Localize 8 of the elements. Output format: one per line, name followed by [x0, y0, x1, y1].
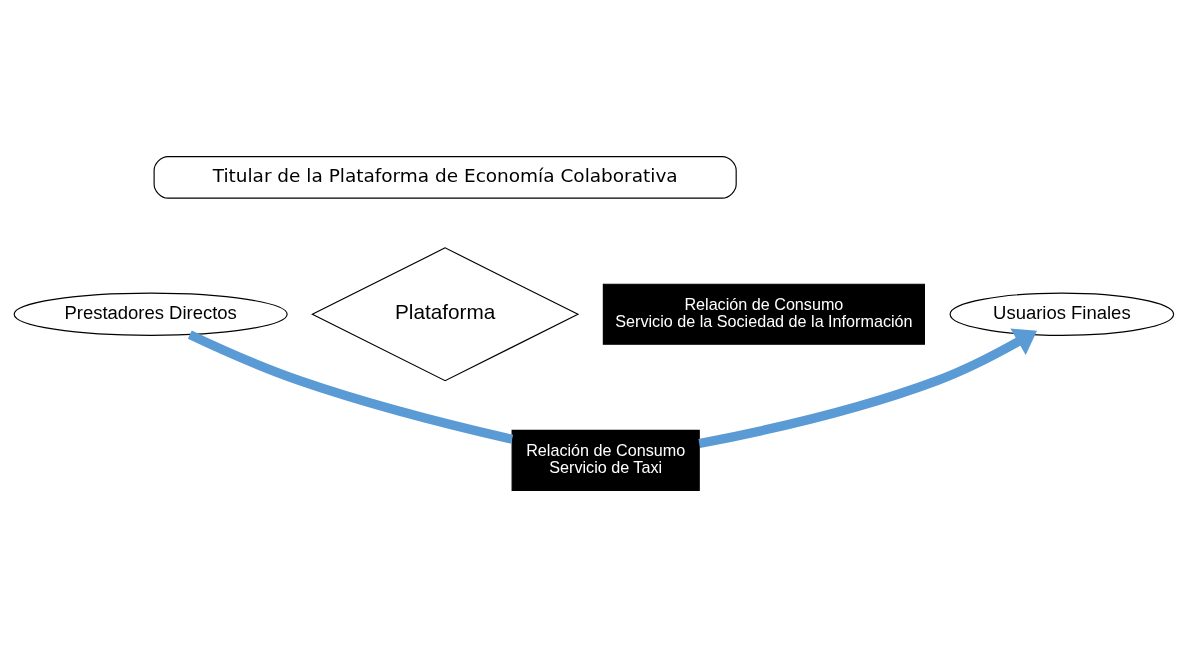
node-ellipse: Usuarios Finales	[949, 292, 1175, 336]
arrow	[698, 328, 1038, 448]
connector	[187, 329, 514, 444]
node-box: Relación de Consumo Servicio de la Sociedad de la Información	[602, 283, 925, 345]
node-box: Relación de Consumo Servicio de Taxi	[511, 429, 700, 491]
node-diamond: Plataforma	[311, 246, 580, 381]
node-box: Titular de la Plataforma de Economía Colaborativa	[153, 155, 737, 199]
node-ellipse: Prestadores Directos	[13, 292, 288, 336]
